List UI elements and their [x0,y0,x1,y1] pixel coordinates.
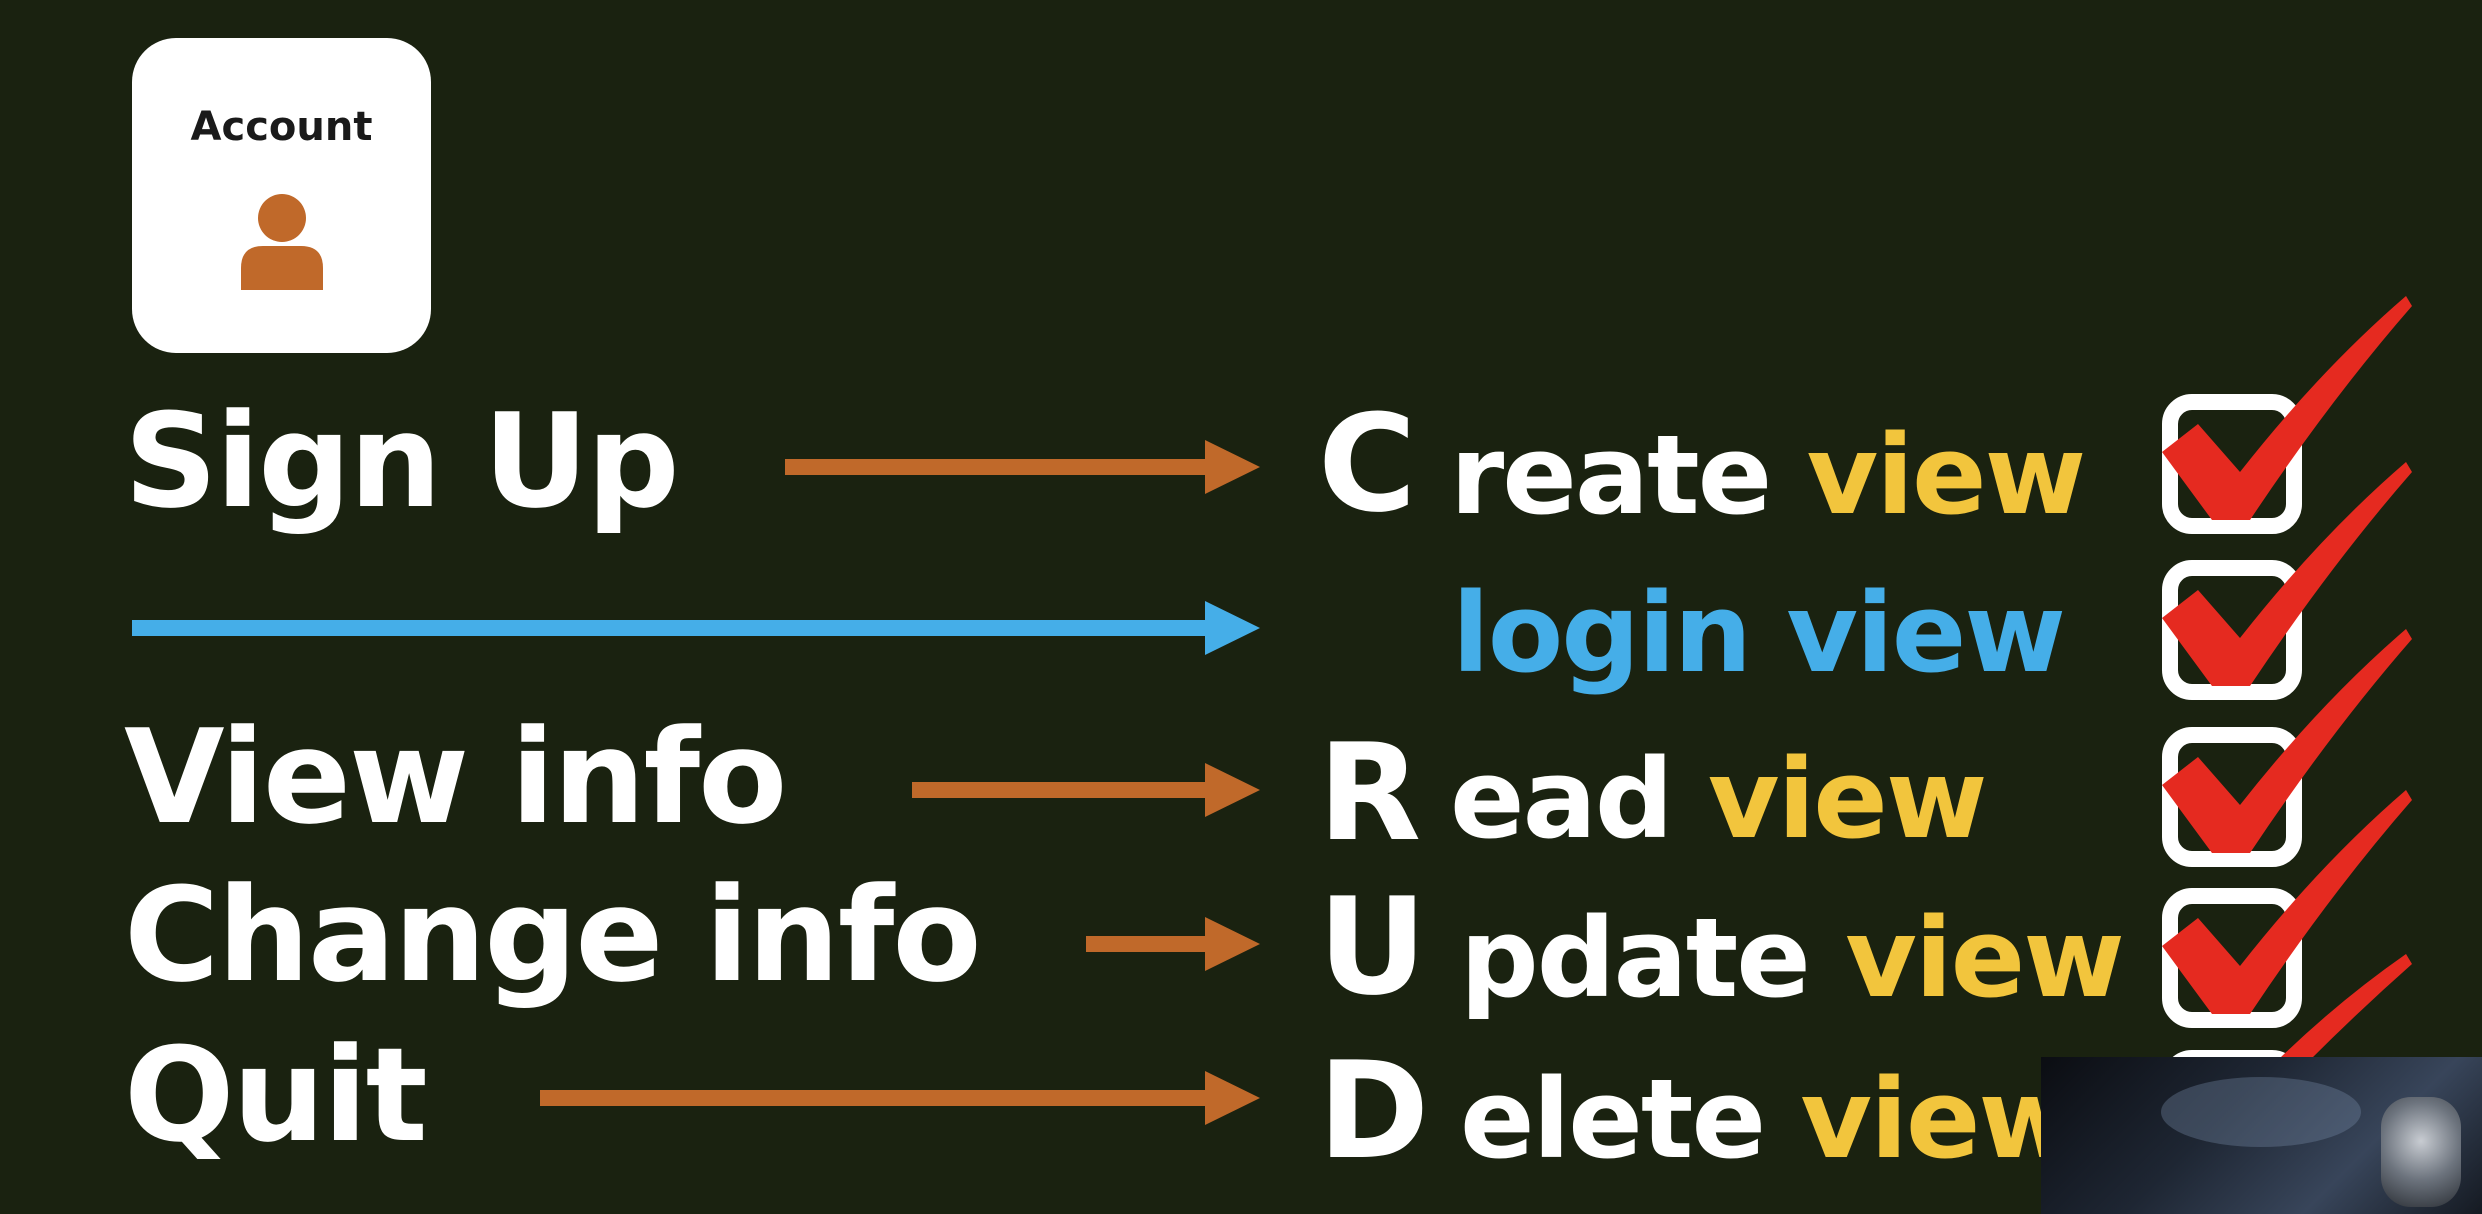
read-rest: ead view [1450,744,1988,854]
checkbox-update [2162,888,2302,1028]
read-initial: R [1318,715,1422,871]
quit-label: Quit [124,1019,428,1171]
create-view-word: view [1806,411,2087,539]
video-thumbnail[interactable] [2041,1057,2482,1214]
update-rest: pdate view [1460,903,2125,1013]
delete-view-word: view [1800,1055,2080,1183]
update-word: pdate [1460,894,1811,1022]
read-word: ead [1450,735,1674,863]
checkbox-create [2162,394,2302,534]
checkmark-icon [2162,629,2412,853]
arrow-delete [540,1071,1260,1125]
account-card: Account [132,38,431,353]
arrow-update [1086,917,1260,971]
checkmark-icon [2162,296,2412,520]
read-view-word: view [1707,735,1988,863]
login-view-text: login view [1452,569,2066,697]
update-initial: U [1318,869,1427,1025]
arrow-read [912,763,1260,817]
arrow-login [132,601,1260,655]
delete-word: elete [1460,1055,1766,1183]
sign-up-label: Sign Up [124,385,680,537]
account-label: Account [190,104,373,150]
view-info-label: View info [124,701,787,853]
update-view-word: view [1845,894,2125,1022]
delete-rest: elete view [1460,1064,2080,1174]
user-icon [241,194,323,290]
create-word: reate [1450,411,1772,539]
change-info-label: Change info [124,859,982,1011]
create-initial: C [1318,386,1417,542]
checkbox-read [2162,727,2302,867]
checkmark-icon [2162,462,2412,686]
checkmark-icon [2162,790,2412,1014]
checkmark-icon [2280,954,2412,1060]
checkbox-login [2162,560,2302,700]
arrow-create [785,440,1260,494]
delete-initial: D [1318,1033,1430,1189]
create-rest: reate view [1450,420,2086,530]
